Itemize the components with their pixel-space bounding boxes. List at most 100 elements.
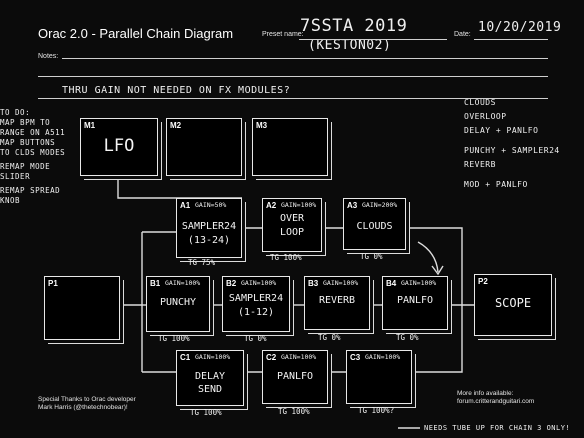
chain-note: NEEDS TUBE UP FOR CHAIN 3 ONLY! (424, 424, 571, 432)
date-label: Date: (454, 31, 471, 38)
module-gain: GAIN=50% (195, 201, 227, 209)
module-name-2: (1-12) (237, 307, 275, 318)
module-id: B4 (386, 279, 397, 288)
module-id: M3 (256, 121, 268, 130)
preset-sub: (KESTON02) (308, 38, 392, 53)
fx-item: MOD + PANLFO (464, 180, 528, 189)
module-name: CLOUDS (356, 221, 393, 232)
module-p1: P1 (44, 276, 120, 340)
module-id: M2 (170, 121, 182, 130)
thru-gain-b2: TG 0% (244, 334, 267, 343)
module-gain: GAIN=100% (323, 279, 359, 287)
module-name: PANLFO (396, 295, 434, 306)
module-id: B2 (226, 279, 237, 288)
module-b1: B1 GAIN=100% PUNCHY (146, 276, 210, 332)
module-id: A2 (266, 201, 277, 210)
module-c2: C2 GAIN=100% PANLFO (262, 350, 328, 404)
fx-item: DELAY + PANLFO (464, 126, 539, 135)
module-id: C2 (266, 353, 277, 362)
module-gain: GAIN=100% (241, 279, 277, 287)
thru-gain-b4: TG 0% (396, 333, 419, 342)
module-name: SCOPE (494, 296, 532, 310)
info-line-2: forum.critterandguitari.com (457, 398, 535, 405)
module-id: A1 (180, 201, 191, 210)
module-b2: B2 GAIN=100% SAMPLER24 (1-12) (222, 276, 290, 332)
module-gain: GAIN=100% (281, 353, 317, 361)
thru-gain-b3: TG 0% (318, 333, 341, 342)
todo-item: REMAP SPREAD (0, 186, 61, 195)
module-gain: GAIN=200% (362, 201, 398, 209)
notes-line-1 (62, 58, 548, 59)
notes-line-3 (38, 98, 548, 99)
page-title: Orac 2.0 - Parallel Chain Diagram (38, 26, 234, 41)
info-line-1: More info available: (457, 390, 514, 397)
thru-gain-b1: TG 100% (158, 334, 190, 343)
thru-gain-a2: TG 100% (270, 253, 302, 262)
module-a3: A3 GAIN=200% CLOUDS (343, 198, 406, 250)
fx-item: OVERLOOP (464, 112, 507, 121)
module-name: LFO (103, 136, 135, 156)
module-gain: GAIN=100% (165, 279, 201, 287)
module-name: SAMPLER24 (181, 221, 237, 232)
thru-gain-c2: TG 100% (278, 407, 310, 416)
todo-item: REMAP MODE (0, 162, 51, 171)
module-id: C3 (350, 353, 361, 362)
module-id: P1 (48, 279, 58, 288)
module-name: REVERB (318, 295, 356, 306)
thru-gain-c1: TG 100% (190, 408, 222, 417)
module-b4: B4 GAIN=100% PANLFO (382, 276, 448, 330)
module-name: OVER (279, 213, 305, 224)
fx-item: CLOUDS (464, 98, 496, 107)
todo-item: MAP BPM TO (0, 118, 51, 127)
module-gain: GAIN=100% (401, 279, 437, 287)
module-a2: A2 GAIN=100% OVER LOOP (262, 198, 322, 252)
notes-label: Notes: (38, 53, 59, 60)
todo-item: SLIDER (0, 172, 31, 181)
module-name: DELAY (194, 371, 226, 382)
thanks-line-2: Mark Harris (@thetechnobear)! (38, 404, 128, 411)
module-gain: GAIN=100% (365, 353, 401, 361)
module-m3: M3 (252, 118, 328, 176)
notes-line-2 (38, 76, 548, 77)
todo-item: TO CLDS MODES (0, 148, 66, 157)
module-name-2: LOOP (279, 227, 305, 238)
thru-gain-c3: TG 100%? (358, 406, 395, 415)
todo-list: TO DO: MAP BPM TO RANGE ON A511 MAP BUTT… (0, 108, 80, 206)
module-name-2: SEND (197, 384, 223, 395)
module-a1: A1 GAIN=50% SAMPLER24 (13-24) (176, 198, 242, 258)
module-name: PUNCHY (159, 297, 197, 308)
module-p2: P2 SCOPE (474, 274, 552, 336)
thru-gain-a1: TG 75% (188, 258, 216, 267)
notes-text: THRU GAIN NOT NEEDED ON FX MODULES? (62, 85, 291, 96)
todo-item: KNOB (0, 196, 21, 205)
preset-underline (299, 39, 447, 40)
module-c3: C3 GAIN=100% (346, 350, 412, 404)
thanks-line-1: Special Thanks to Orac developer (38, 396, 136, 403)
module-id: P2 (478, 277, 488, 286)
fx-list: CLOUDS OVERLOOP DELAY + PANLFO PUNCHY + … (464, 96, 560, 192)
module-id: M1 (84, 121, 96, 130)
date-value: 10/20/2019 (478, 20, 562, 35)
module-m2: M2 (166, 118, 242, 176)
module-c1: C1 GAIN=100% DELAY SEND (176, 350, 244, 406)
preset-value: 7SSTA 2019 (300, 16, 408, 36)
fx-item: REVERB (464, 160, 496, 169)
module-id: B3 (308, 279, 319, 288)
preset-label: Preset name: (262, 31, 304, 38)
module-id: C1 (180, 353, 191, 362)
module-gain: GAIN=100% (195, 353, 231, 361)
date-underline (474, 39, 548, 40)
module-m1: M1 LFO (80, 118, 158, 176)
module-name: PANLFO (276, 371, 314, 382)
todo-item: RANGE ON A511 (0, 128, 66, 137)
module-b3: B3 GAIN=100% REVERB (304, 276, 370, 330)
todo-item: MAP BUTTONS (0, 138, 56, 147)
todo-item: TO DO: (0, 108, 31, 117)
thru-gain-a3: TG 0% (360, 252, 383, 261)
module-id: A3 (347, 201, 358, 210)
module-name-2: (13-24) (187, 235, 231, 246)
module-gain: GAIN=100% (281, 201, 317, 209)
module-name: SAMPLER24 (228, 293, 284, 304)
